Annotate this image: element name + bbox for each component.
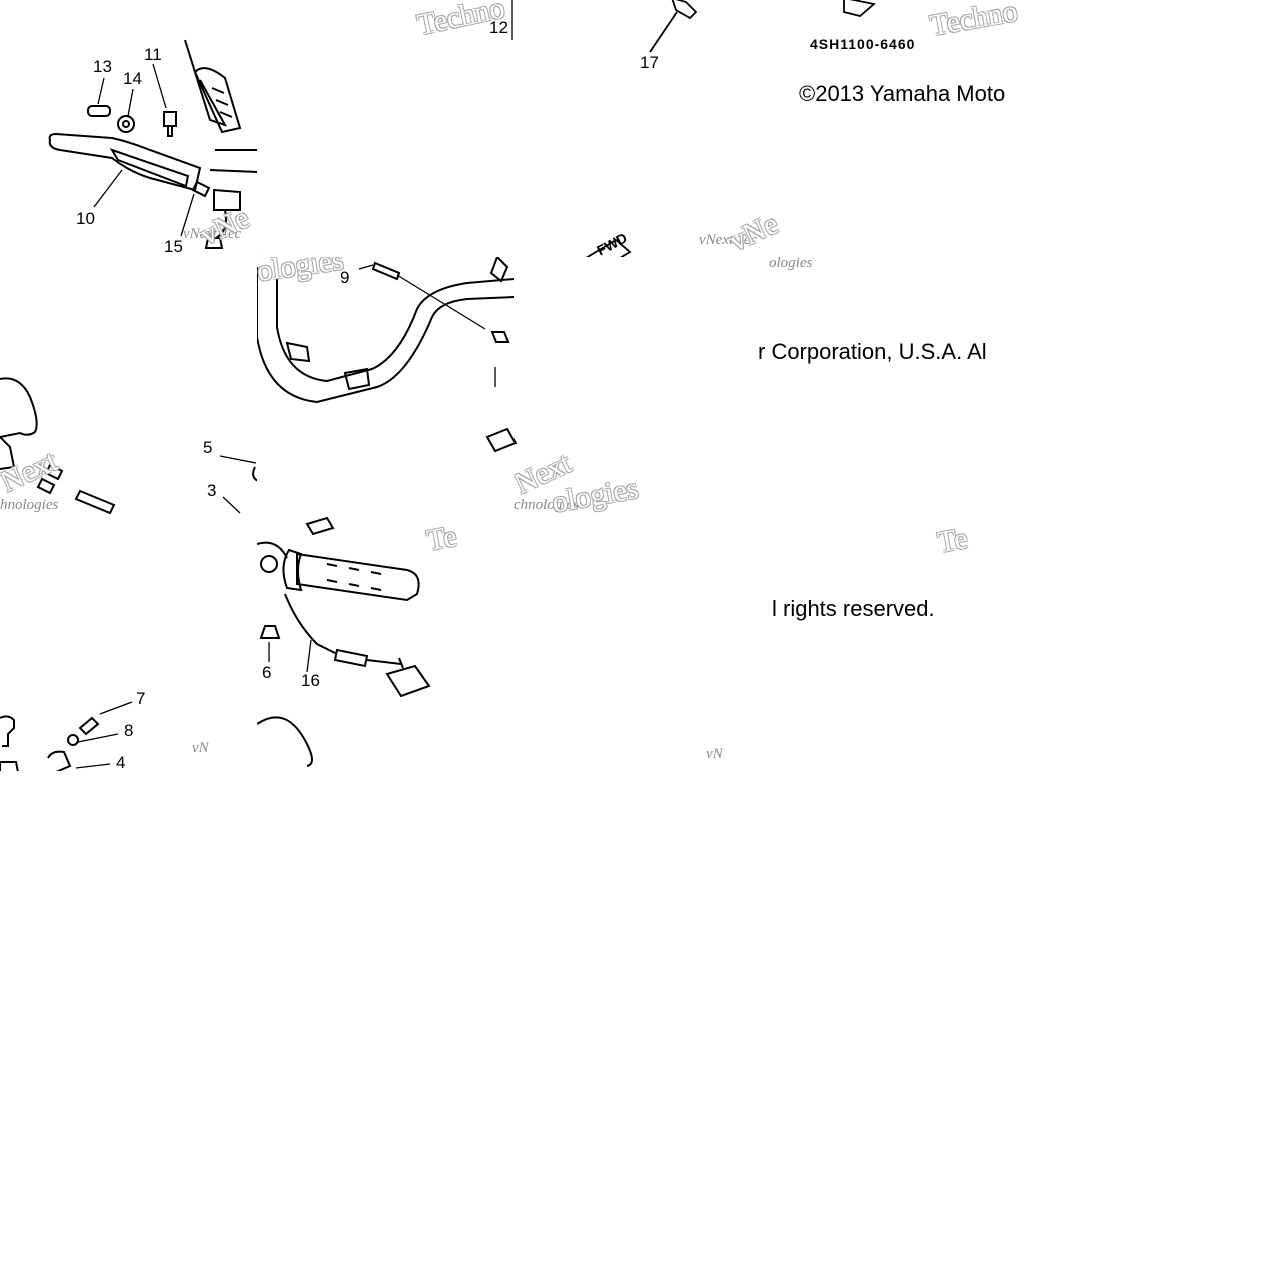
callout-16: 16 <box>301 671 320 690</box>
callout-10: 10 <box>76 209 95 228</box>
callout-2: 2 <box>745 255 754 257</box>
fasteners-drawing <box>0 701 133 771</box>
handlebar-drawing <box>257 257 514 453</box>
callout-8: 8 <box>124 721 134 740</box>
callout-14: 14 <box>123 69 142 88</box>
callout-7: 7 <box>136 689 146 708</box>
watermark-large: Te <box>935 521 971 560</box>
callout-9: 9 <box>340 268 350 287</box>
drawing-code: 4SH1100-6460 <box>810 36 916 52</box>
switch-housing-drawing <box>0 377 257 514</box>
tile-throttle-grip: 6 16 Te <box>257 514 514 771</box>
watermark-small: vN <box>706 746 723 762</box>
callout-12: 12 <box>489 18 508 37</box>
callout-13: 13 <box>93 57 112 76</box>
throttle-grip-drawing <box>257 516 431 767</box>
callout-3: 3 <box>207 481 217 500</box>
copyright-line-1: ©2013 Yamaha Moto <box>799 81 1006 106</box>
callout-15: 15 <box>164 237 183 256</box>
callout-17: 17 <box>640 53 659 72</box>
callout-11: 11 <box>144 45 162 64</box>
tile-copyright-middle: ologies r Corporation, U.S.A. Al Next ch… <box>514 257 1029 514</box>
tile-fasteners: 7 8 4 vN <box>0 514 257 771</box>
callout-4: 4 <box>116 753 126 771</box>
callout-6: 6 <box>262 663 272 682</box>
copyright-line-3: l rights reserved. <box>772 596 935 621</box>
lever-assembly-drawing <box>48 39 257 249</box>
tile-switch-left: 5 3 Next hnologies <box>0 257 257 514</box>
tile-top-right: 17 4SH1100-6460 Techno ©2013 Yamaha Moto… <box>514 0 1029 257</box>
tile-copyright-bottom: Te l rights reserved. vN <box>514 514 1029 771</box>
tile-handlebar: 9 ologies vNext Tec <box>257 257 514 514</box>
copyright-line-2: r Corporation, U.S.A. Al <box>758 339 987 364</box>
callout-5: 5 <box>203 438 213 457</box>
tile-top-center: Techno 12 <box>257 0 514 257</box>
tile-lever-assembly: 13 14 11 10 15 vNext Tec vNe Next <box>0 0 257 257</box>
fwd-marker-shape <box>585 238 632 257</box>
